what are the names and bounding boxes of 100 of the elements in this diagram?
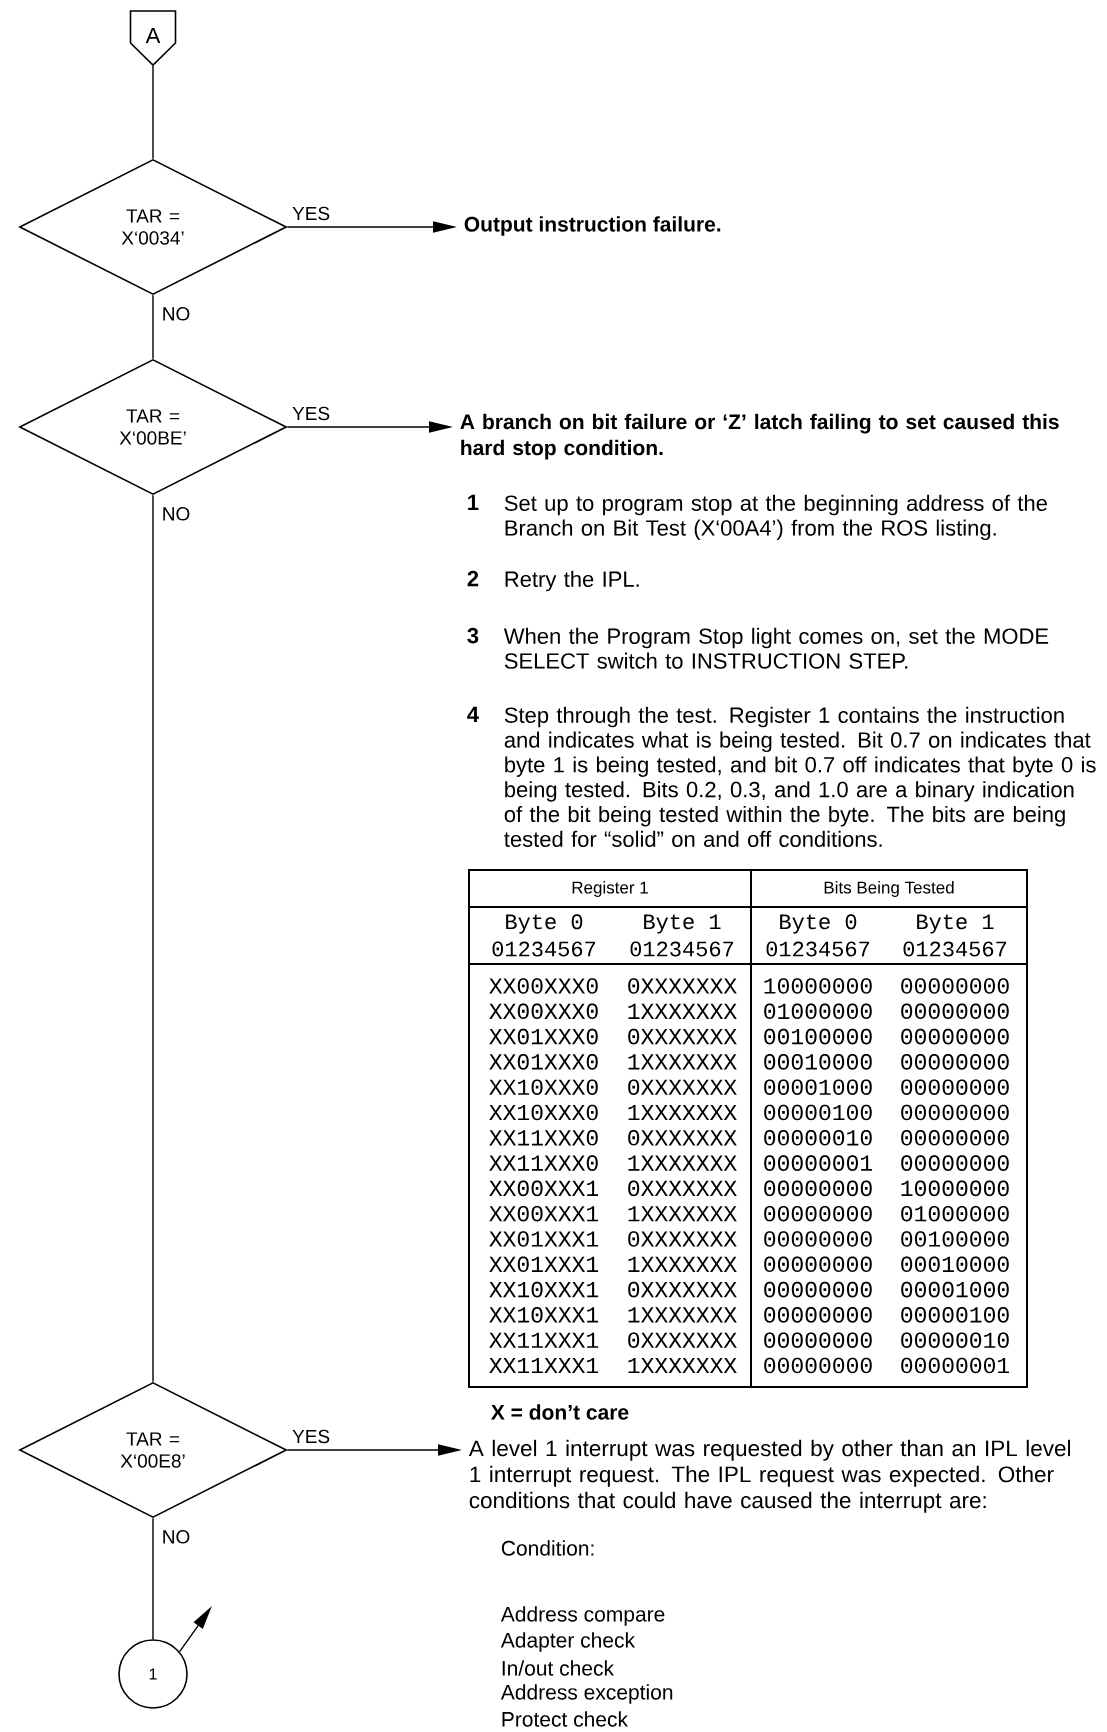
- table-cell: 00000000: [901, 1155, 1009, 1171]
- table-cell: XX11XXX0: [489, 1130, 598, 1146]
- table-cell: 00000100: [764, 1104, 872, 1121]
- step-text: Retry the IPL.: [505, 570, 639, 592]
- table-header: Byte 1: [917, 914, 994, 934]
- table-cell: 0XXXXXXX: [628, 1028, 737, 1045]
- table-cell: 1XXXXXXX: [628, 1206, 737, 1222]
- flow-line: [152, 294, 154, 360]
- table-cell: 1XXXXXXX: [628, 1307, 737, 1323]
- table-cell: 0XXXXXXX: [628, 1079, 737, 1095]
- table-cell: XX11XXX1: [489, 1332, 599, 1348]
- table-cell: 00100000: [764, 1028, 872, 1045]
- table-cell: 00000000: [901, 1104, 1009, 1121]
- result-text: Output instruction failure.: [464, 216, 721, 236]
- table-cell: 00000000: [901, 1054, 1009, 1070]
- table-cell: 00000000: [764, 1307, 872, 1323]
- table-cell: XX10XXX1: [489, 1307, 599, 1323]
- table-cell: 0XXXXXXX: [628, 1332, 737, 1348]
- table-cell: 00010000: [901, 1256, 1009, 1273]
- step-number: 4: [467, 706, 479, 722]
- flow-line: [152, 1517, 154, 1640]
- table-cell: XX10XXX0: [489, 1079, 598, 1095]
- step-number: 2: [467, 570, 479, 587]
- edge-label: YES: [291, 1428, 332, 1445]
- table-cell: XX00XXX1: [489, 1205, 599, 1222]
- result-text: A level 1 interrupt was requested by other than an IPL level 1 interrupt request. The IPL request was expected. Other conditions that could have caused the interrupt are:: [468, 1439, 1071, 1513]
- table-cell: XX01XXX1: [489, 1256, 599, 1273]
- condition-item: Adapter check: [500, 1632, 636, 1652]
- flow-line: [152, 494, 154, 1383]
- table-cell: 00000000: [901, 1003, 1009, 1020]
- table-cell: 1XXXXXXX: [628, 1104, 737, 1121]
- edge-label: YES: [291, 205, 332, 222]
- table-cell: 00001000: [901, 1281, 1009, 1298]
- table-cell: 00000000: [901, 1079, 1009, 1095]
- table-cell: 00000001: [764, 1155, 873, 1171]
- table-header: Byte 0: [780, 914, 857, 934]
- table-header: 01234567: [492, 941, 596, 957]
- table-cell: 00000000: [764, 1281, 872, 1298]
- table-cell: XX00XXX0: [489, 978, 598, 994]
- table-cell: XX10XXX0: [489, 1104, 598, 1121]
- step-text: When the Program Stop light comes on, set the MODE SELECT switch to INSTRUCTION STEP.: [503, 627, 1049, 669]
- table-cell: 1XXXXXXX: [628, 1155, 737, 1171]
- table-cell: 1XXXXXXX: [628, 1256, 737, 1272]
- table-cell: 0XXXXXXX: [628, 1231, 737, 1247]
- condition-item: In/out check: [502, 1660, 615, 1676]
- table-header: Byte 0: [506, 914, 583, 934]
- table-cell: 00000000: [764, 1332, 872, 1348]
- table-cell: 0XXXXXXX: [628, 1130, 737, 1146]
- table-cell: 00000000: [901, 1028, 1009, 1045]
- edge-label: NO: [160, 306, 192, 322]
- table-cell: 00000000: [764, 1256, 872, 1273]
- condition-item: Address compare: [500, 1606, 665, 1626]
- table-cell: 00000010: [764, 1130, 872, 1146]
- table-cell: 01000000: [764, 1003, 872, 1020]
- table-cell: 00001000: [764, 1079, 872, 1095]
- table-cell: XX10XXX1: [489, 1281, 599, 1298]
- table-cell: 00000000: [764, 1357, 872, 1374]
- offpage-connector: A: [129, 10, 177, 67]
- table-cell: 0XXXXXXX: [628, 1180, 737, 1197]
- table-cell: XX01XXX0: [489, 1028, 598, 1045]
- table-cell: 10000000: [764, 978, 872, 994]
- table-cell: 00000001: [901, 1357, 1010, 1374]
- table-cell: XX00XXX1: [489, 1180, 599, 1197]
- table-cell: 00000000: [764, 1231, 872, 1247]
- step-text: Set up to program stop at the beginning address of the Branch on Bit Test (X‘00A4’) from the ROS listing.: [504, 494, 1047, 541]
- step-number: 1: [468, 494, 479, 510]
- table-cell: 00000000: [764, 1180, 872, 1197]
- table-cell: 00000000: [901, 1130, 1009, 1146]
- note-text: X = don’t care: [491, 1404, 629, 1420]
- condition-item: Address exception: [500, 1684, 673, 1704]
- flow-line: [152, 65, 154, 160]
- table-cell: XX11XXX0: [489, 1155, 598, 1171]
- condition-heading: Condition:: [501, 1540, 594, 1556]
- table-cell: 1XXXXXXX: [628, 1003, 737, 1019]
- table-cell: XX00XXX0: [489, 1003, 598, 1020]
- table-cell: 1XXXXXXX: [628, 1357, 737, 1374]
- table-cell: 00000100: [901, 1307, 1009, 1323]
- table-cell: 00100000: [901, 1231, 1009, 1247]
- edge-label: NO: [160, 1529, 192, 1545]
- step-text: Step through the test. Register 1 contains the instruction and indicates what is being tested. Bit 0.7 on indicates that byte 1 is being tested, and bit 0.7 off indicates that byte 0 is being tested. Bits 0.2, 0.3, and 1.0 are a binary indication of the bit being tested within the byte. The bits are being tested for “solid” on and off conditions.: [504, 706, 1096, 847]
- result-text: A branch on bit failure or ‘Z’ latch failing to set caused this hard stop condition.: [460, 413, 1059, 460]
- table-header: Bits Being Tested: [824, 881, 954, 897]
- table-cell: 01000000: [901, 1205, 1009, 1222]
- edge-label: YES: [291, 405, 332, 422]
- table-cell: 00000000: [764, 1205, 872, 1222]
- table-header: 01234567: [766, 941, 870, 957]
- table-cell: 00000010: [901, 1332, 1009, 1348]
- table-cell: XX01XXX0: [489, 1054, 598, 1070]
- table-cell: XX11XXX1: [489, 1357, 599, 1374]
- table-header: Byte 1: [644, 914, 721, 934]
- edge-label: NO: [160, 506, 192, 522]
- table-cell: 0XXXXXXX: [628, 1281, 737, 1298]
- table-cell: 1XXXXXXX: [628, 1054, 737, 1070]
- table-cell: 00000000: [901, 978, 1009, 994]
- table-cell: 10000000: [901, 1180, 1009, 1197]
- condition-item: Protect check: [502, 1711, 628, 1727]
- table-header: 01234567: [630, 941, 734, 957]
- table-header: 01234567: [903, 941, 1007, 957]
- step-number: 3: [467, 627, 479, 644]
- table-cell: 0XXXXXXX: [628, 978, 737, 994]
